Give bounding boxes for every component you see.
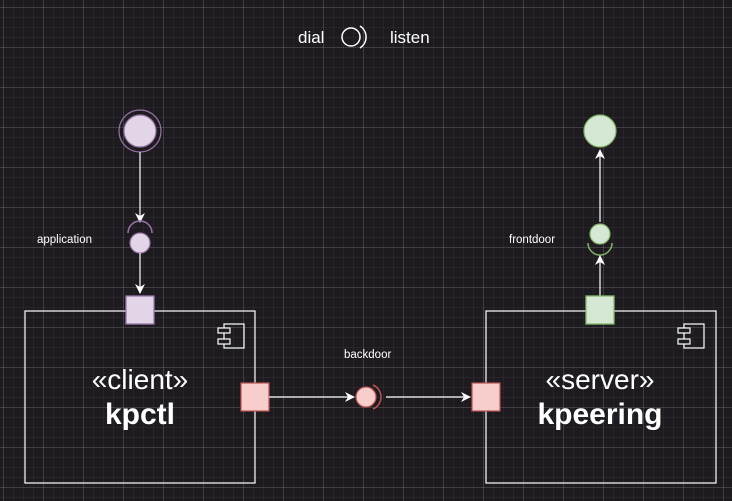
- legend-dial-label: dial: [298, 28, 324, 47]
- backdoor-dial-node: [355, 386, 377, 408]
- backdoor-listen-arc-icon: [372, 384, 382, 410]
- client-component-icon: [217, 323, 245, 349]
- listen-symbol-icon: [359, 25, 367, 49]
- application-listen-arc-icon: [127, 220, 153, 234]
- server-stereotype: «server»: [546, 364, 655, 395]
- frontdoor-listen-arc-icon: [587, 242, 613, 256]
- client-stereotype: «client»: [92, 364, 189, 395]
- backdoor-connection: backdoor: [240, 349, 501, 412]
- legend: dial listen: [298, 25, 430, 49]
- client-application-port-top: [125, 295, 155, 325]
- client-name: kpctl: [105, 398, 175, 431]
- server-frontdoor-port-top: [585, 295, 615, 325]
- frontdoor-label: frontdoor: [509, 234, 555, 246]
- client-initial-node: [123, 114, 157, 148]
- legend-listen-label: listen: [390, 28, 430, 47]
- client-component: «client» kpctl: [24, 295, 256, 484]
- client-component-box: [24, 310, 256, 484]
- client-backdoor-port: [240, 382, 270, 412]
- server-component-box: [485, 310, 717, 484]
- server-frontdoor-chain: frontdoor: [509, 114, 617, 325]
- client-application-chain: application: [37, 109, 162, 325]
- server-backdoor-port: [471, 382, 501, 412]
- server-component: «server» kpeering: [485, 295, 717, 484]
- application-label: application: [37, 234, 92, 246]
- server-final-node: [583, 114, 617, 148]
- backdoor-label: backdoor: [344, 349, 391, 361]
- dial-symbol-icon: [341, 27, 361, 47]
- server-name: kpeering: [537, 398, 662, 431]
- server-component-icon: [677, 323, 705, 349]
- application-dial-node: [129, 232, 151, 254]
- frontdoor-dial-node: [589, 223, 611, 245]
